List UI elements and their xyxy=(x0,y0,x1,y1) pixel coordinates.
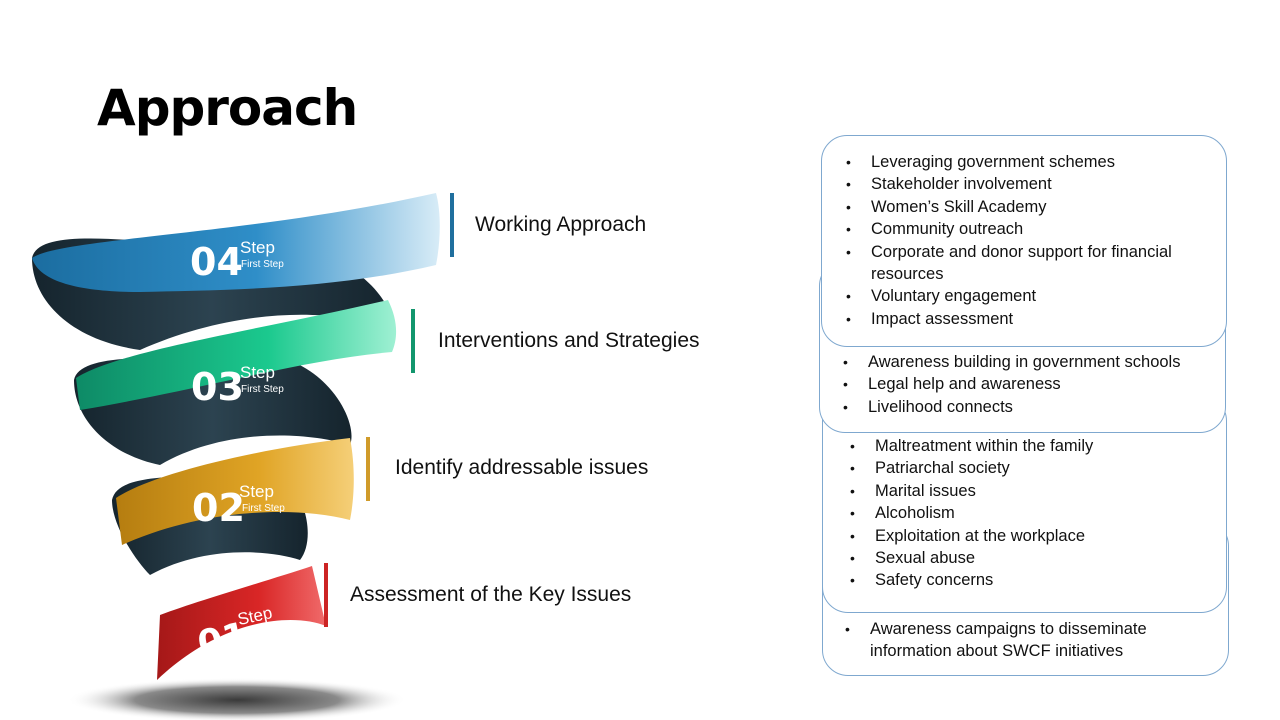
list-item: Patriarchal society xyxy=(848,457,1208,480)
list-item: Impact assessment xyxy=(844,308,1204,331)
accent-bar-03 xyxy=(411,309,415,373)
list-item: Sexual abuse xyxy=(848,547,1208,570)
step-sublabel: First Step xyxy=(242,503,285,514)
accent-bar-04 xyxy=(450,193,454,257)
list-item: Leveraging government schemes xyxy=(844,151,1204,174)
stage-title-01: Assessment of the Key Issues xyxy=(350,583,632,606)
list-item: Marital issues xyxy=(848,480,1208,503)
step-02-labels: 02 Step First Step xyxy=(192,482,285,530)
list-item: Awareness building in government schools xyxy=(841,351,1211,374)
list-item: Maltreatment within the family xyxy=(848,435,1208,458)
list-item: Exploitation at the workplace xyxy=(848,525,1208,548)
page-title: Approach xyxy=(97,79,358,137)
list-item: Livelihood connects xyxy=(841,396,1211,419)
list-item: Legal help and awareness xyxy=(841,373,1211,396)
step-label: Step xyxy=(239,482,274,501)
step-sublabel: First Step xyxy=(241,384,284,395)
step-number: 03 xyxy=(191,365,244,409)
list-item: Voluntary engagement xyxy=(844,285,1204,308)
step-sublabel: First Step xyxy=(241,259,284,270)
list-item: Community outreach xyxy=(844,218,1204,241)
stage-title-02: Identify addressable issues xyxy=(395,456,649,479)
step-03-labels: 03 Step First Step xyxy=(191,363,284,409)
accent-bar-02 xyxy=(366,437,370,501)
spiral-steps-graphic: 04 Step First Step 03 Step First Step 02… xyxy=(32,193,440,720)
stage-title-04: Working Approach xyxy=(475,213,647,236)
list-item: Stakeholder involvement xyxy=(844,173,1204,196)
ribbon-step-02 xyxy=(116,438,354,545)
list-item: Alcoholism xyxy=(848,502,1208,525)
step-01-labels: 01 Step First Step xyxy=(194,603,287,666)
working-approach-box: Leveraging government schemesStakeholder… xyxy=(821,135,1227,347)
step-label: Step xyxy=(240,238,275,257)
list-item: Corporate and donor support for financia… xyxy=(844,241,1204,286)
stage-title-03: Interventions and Strategies xyxy=(438,329,700,352)
accent-bar-01 xyxy=(324,563,328,627)
step-number: 01 xyxy=(194,615,252,666)
step-number: 02 xyxy=(192,486,245,530)
step-label: Step xyxy=(240,363,275,382)
ribbon-step-04 xyxy=(32,193,440,292)
list-item: Women’s Skill Academy xyxy=(844,196,1204,219)
ribbon-step-03 xyxy=(76,300,397,410)
ribbon-step-01 xyxy=(157,566,326,680)
list-item: Safety concerns xyxy=(848,569,1208,592)
list-item: Awareness campaigns to disseminate infor… xyxy=(843,618,1213,663)
step-04-labels: 04 Step First Step xyxy=(190,238,284,284)
base-shadow xyxy=(67,678,407,720)
step-number: 04 xyxy=(190,240,243,284)
